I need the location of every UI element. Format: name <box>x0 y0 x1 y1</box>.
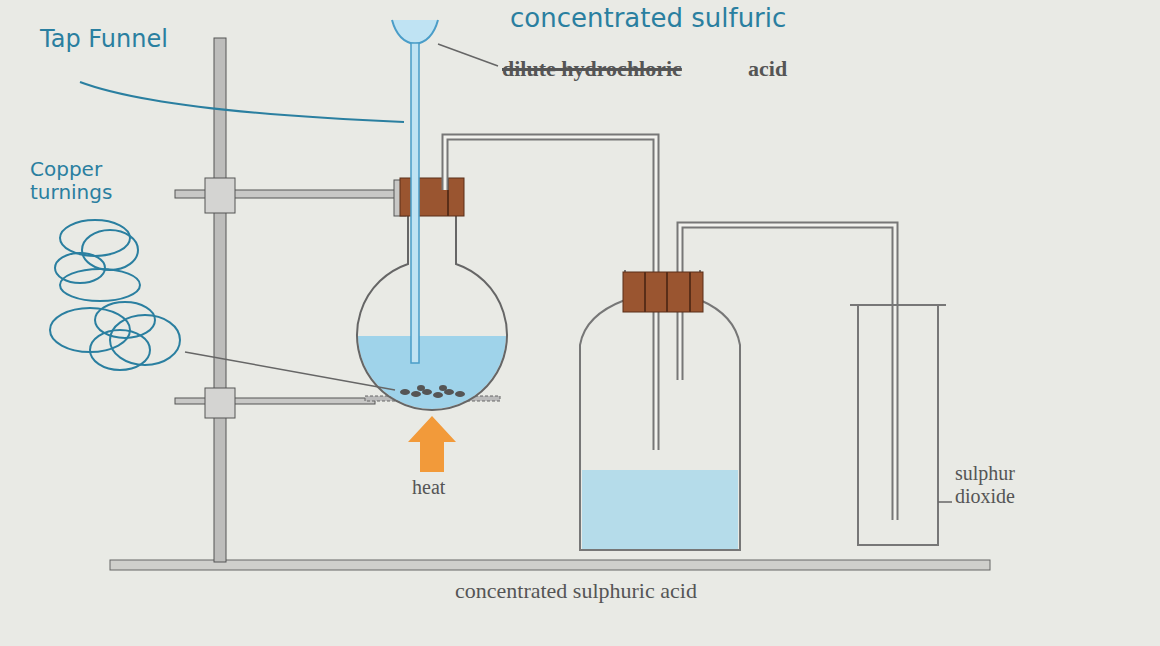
struck-label: dilute hydrochloric <box>502 56 682 81</box>
part-label: sulphur dioxide <box>955 462 1055 508</box>
copper-turnings <box>400 385 465 398</box>
delivery-tube <box>680 225 895 520</box>
base-board <box>110 560 990 570</box>
scribble <box>50 220 180 370</box>
tap-funnel-cup <box>392 20 438 44</box>
rubber-stopper <box>400 178 464 216</box>
leader-line <box>185 352 395 390</box>
drying-acid <box>582 470 738 549</box>
handwritten-label: concentrated sulfuric <box>510 4 786 34</box>
part-label: concentrated sulphuric acid <box>455 578 697 603</box>
retort-rod <box>214 38 226 562</box>
tap-funnel-tube <box>411 43 419 363</box>
wash-bottle <box>580 270 740 550</box>
part-label: heat <box>412 476 445 499</box>
leader-line <box>438 44 498 66</box>
boss-head <box>205 388 235 418</box>
part-label: acid <box>748 56 787 81</box>
leader-line <box>938 501 952 503</box>
leader-line <box>80 82 404 122</box>
boss-head <box>205 178 235 213</box>
gas-jar <box>850 305 946 545</box>
heat-arrow <box>408 416 456 472</box>
rubber-stopper <box>623 272 703 312</box>
flask-liquid <box>356 336 508 416</box>
handwritten-label: Tap Funnel <box>40 26 168 54</box>
handwritten-label: Copper turnings <box>30 158 150 204</box>
